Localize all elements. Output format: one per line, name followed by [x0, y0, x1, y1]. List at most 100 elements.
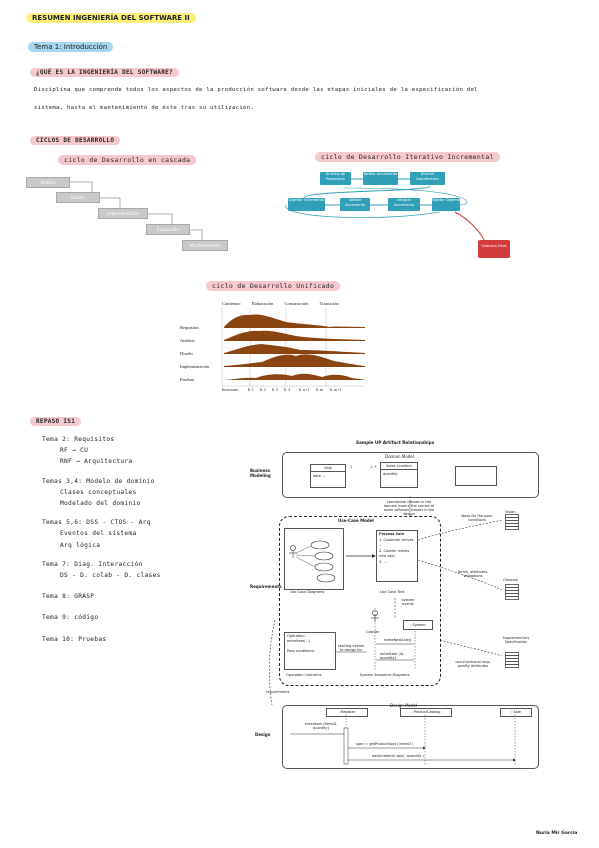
vision-note: ideas for the post-conditions: [460, 514, 494, 522]
post-conditions-label: Post-conditions:: [287, 649, 315, 653]
starting-events-note: starting events to design for: [337, 644, 365, 652]
rup-phase-elaboracion: Elaboración: [251, 301, 274, 306]
repaso-tema-2-sub-1: RF → CU: [60, 447, 89, 455]
repaso-tema-10: Tema 10: Pruebas: [42, 635, 107, 643]
artifacts-title: Sample UP Artifact Relationships: [356, 440, 435, 445]
cascada-step-evaluacion: Evaluación: [146, 224, 190, 235]
nonfunctional-note: non-functional reqs, quality attributes: [455, 660, 491, 668]
rup-discipline-analisis: Análisis: [180, 338, 195, 343]
repaso-tema-8: Tema 8: GRASP: [42, 593, 95, 601]
glossary-note: terms, attributes, validations: [457, 570, 489, 578]
use-case-text-label: Use Case Text: [380, 590, 405, 594]
cascada-title: ciclo de Desarrollo en cascada: [58, 155, 197, 165]
iter-validar-incremento: Validar Incremento: [340, 198, 370, 211]
design-label: Design: [255, 732, 271, 737]
cascada-step-mantenimiento: Mantenimiento: [182, 240, 228, 251]
design-sale: : Sale: [500, 708, 532, 717]
design-register: : Register: [326, 708, 368, 717]
rup-discipline-requisitos: Requisitos: [180, 325, 200, 330]
operation-contracts-label: Operation Contracts: [286, 673, 322, 677]
domain-model-label: Domain Model: [385, 454, 414, 459]
rup-iter-4: It. 4: [283, 388, 290, 392]
uc-step-2: 2. Cashier makes new sale.: [379, 549, 410, 558]
supplementary-label: Supplementary Specification: [502, 636, 530, 644]
repaso-heading: REPASO IS1: [30, 417, 82, 426]
author-signature: Nuria Mir García: [536, 831, 578, 836]
cascada-step-analisis: Análisis: [26, 177, 70, 188]
repaso-tema-7: Tema 7: Diag. Interacción: [42, 560, 143, 568]
rup-phases: Comienzo Elaboración Construcción Transi…: [222, 301, 372, 306]
iter-validar-sistema: Validar Sistema: [432, 198, 460, 211]
repaso-list: Tema 2: Requisitos RF → CU RNF → Arquite…: [42, 434, 161, 645]
requirements-label: Requirements: [250, 584, 282, 589]
rup-phase-comienzo: Comienzo: [222, 301, 241, 306]
iter-disenar-arquitectura: Diseñar Arquitectura: [410, 172, 445, 185]
vision-doc-icon: [505, 514, 519, 530]
use-case-model-label: Use-Case Model: [338, 518, 374, 523]
rup-iter-3: It. 3: [271, 388, 278, 392]
use-case-diagram-label: Use Case Diagrams: [290, 590, 325, 594]
vision-label: Vision: [505, 510, 516, 514]
repaso-tema-9: Tema 9: código: [42, 614, 99, 622]
sale-class-name: Sale: [311, 465, 345, 472]
definition-line-2: sistema, hasta el mantenimiento de éste …: [34, 105, 255, 111]
rup-discipline-implementacion: Implementación: [180, 364, 210, 369]
supplementary-doc-icon: [505, 652, 519, 668]
rup-iter-1: It. 1: [247, 388, 254, 392]
rup-disciplines: Requisitos Análisis Diseño Implementació…: [180, 321, 209, 386]
sale-class-attr: date ...: [313, 474, 326, 478]
cascada-step-diseno: Diseño: [56, 192, 100, 203]
sales-line-item-name: Sales LineItem: [381, 463, 417, 470]
rup-discipline-diseno: Diseño: [180, 351, 193, 356]
rup-iter-n1: It. n+1: [298, 388, 310, 392]
repaso-tema-3-4-sub-2: Modelado del dominio: [60, 500, 141, 508]
iter-analisis-requisitos: Análisis de Requisitos: [320, 172, 351, 185]
glossary-doc-icon: [505, 584, 519, 600]
ssd-make-new-sale: makeNewSale(): [384, 638, 412, 642]
operation-label: Operation:: [287, 634, 306, 638]
question-heading: ¿QUÉ ES LA INGENIERÍA DEL SOFTWARE?: [30, 68, 179, 77]
iter-integrar-incremento: Integrar Incremento: [388, 198, 420, 211]
system-events-label: system events: [401, 598, 415, 606]
repaso-tema-3-4-sub-1: Clases conceptuales: [60, 488, 137, 496]
design-add-line: addLineItem( spec, quantity ): [372, 754, 424, 758]
cascada-step-implementacion: Implementación: [98, 208, 148, 219]
design-get-spec: spec = getProductSpec( itemID ): [356, 742, 414, 746]
iter-disenar-incremento: Diseñar Incremento: [288, 198, 325, 211]
operation-value: enterItem(...): [287, 639, 311, 643]
uc-step-1: 1. Customer arrives ...: [379, 538, 414, 547]
repaso-tema-2: Tema 2: Requisitos: [42, 436, 115, 443]
iterativo-title: ciclo de Desarrollo Iterativo Incrementa…: [315, 152, 500, 162]
glossary-label: Glossary: [503, 578, 519, 582]
design-product-catalog: : ProductCatalog: [400, 708, 452, 717]
repaso-tema-7-sub-1: DS - D. colab - D. clases: [60, 572, 161, 580]
repaso-tema-5-6-sub-1: Eventos del sistema: [60, 530, 137, 538]
rup-iter-label: Iteraciones: [222, 388, 239, 392]
repaso-tema-5-6: Temas 5,6: DSS - CTOS - Arq: [42, 519, 151, 527]
ssd-cashier: Cashier: [366, 630, 380, 634]
rup-phase-transicion: Transición: [319, 301, 339, 306]
rup-phase-construccion: Construcción: [284, 301, 309, 306]
domain-class-placeholder: [455, 466, 497, 486]
rup-discipline-pruebas: Pruebas: [180, 377, 195, 382]
repaso-tema-2-sub-2: RNF → Arquitectura: [60, 458, 133, 466]
iter-definir-incremento: Definir Incremento: [363, 172, 398, 185]
sales-line-item-attr: quantity: [383, 472, 398, 476]
repaso-tema-5-6-sub-2: Arq lógica: [60, 541, 101, 549]
design-enter-item: enterItem (itemID, quantity): [304, 722, 338, 730]
sales-line-item-class: Sales LineItem quantity: [380, 462, 418, 488]
assoc-one: 1: [350, 465, 353, 469]
ssd-enter-item: enterItem (id, quantity): [380, 652, 405, 660]
document-title: RESUMEN INGENIERÍA DEL SOFTWARE II: [26, 13, 196, 23]
rup-iter-2: It. 2: [259, 388, 266, 392]
process-sale-title: Process Sale: [379, 532, 404, 536]
rup-iterations: Iteraciones It. 1 It. 2 It. 3 It. 4 It. …: [222, 388, 341, 392]
repaso-tema-3-4: Temas 3,4: Modelo de dominio: [42, 477, 155, 485]
ssd-system: : System: [403, 620, 433, 630]
sale-class: Sale date ...: [310, 464, 346, 488]
assoc-star: 1..*: [370, 465, 377, 469]
rup-iter-m: It. m: [316, 388, 324, 392]
